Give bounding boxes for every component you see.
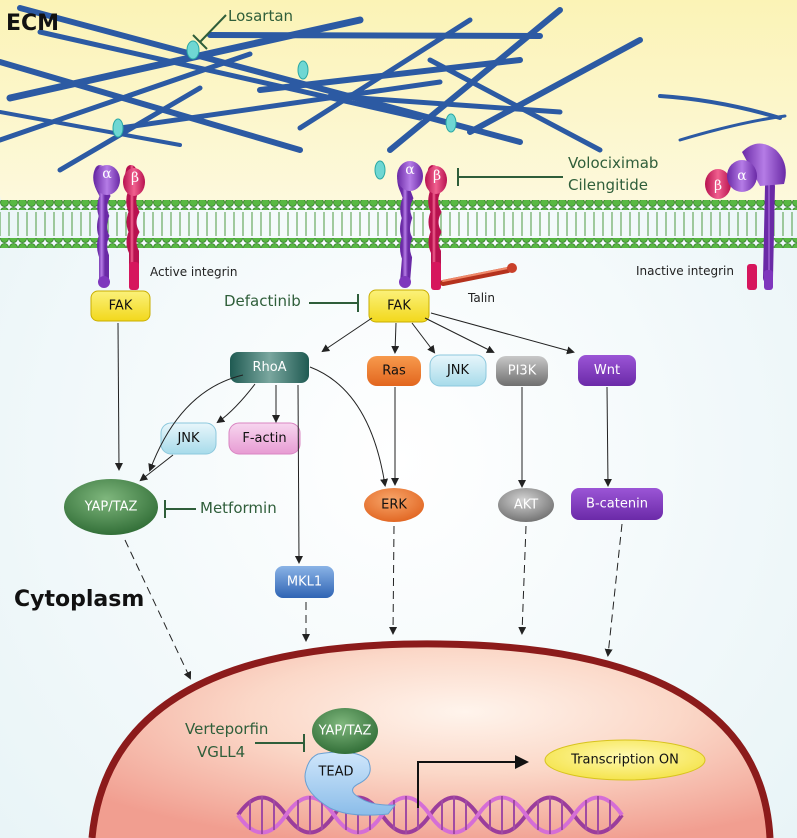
integrin-inhibition-bar	[457, 168, 563, 186]
fak-center-node: FAK	[368, 289, 430, 323]
losartan-inhibition-bar	[192, 14, 227, 50]
verteporfin-label: Verteporfin	[185, 720, 268, 738]
yaptaz-cytoplasm-node: YAP/TAZ	[64, 479, 158, 535]
akt-node: AKT	[498, 488, 554, 522]
alpha-subunit-label: α	[102, 166, 112, 182]
beta-subunit-label-center: β	[433, 168, 441, 184]
transcription-arrow	[417, 755, 529, 808]
nucleus	[88, 640, 774, 838]
talin	[440, 263, 517, 286]
svg-text:Wnt: Wnt	[594, 363, 620, 378]
metformin-label: Metformin	[200, 499, 277, 517]
cell-membrane	[0, 200, 797, 248]
active-integrin-label: Active integrin	[150, 265, 237, 279]
tead-node: TEAD	[304, 751, 397, 816]
factin-node: F-actin	[228, 422, 301, 455]
ecm-crosslinks	[112, 40, 457, 180]
nuclear-translocation-arrows	[124, 523, 623, 680]
svg-text:JNK: JNK	[176, 431, 200, 446]
transcription-on-node: Transcription ON	[544, 739, 706, 781]
wnt-node: Wnt	[578, 355, 636, 386]
yaptaz-nucleus-node: YAP/TAZ	[312, 708, 378, 754]
mkl1-node: MKL1	[275, 566, 334, 598]
jnk-top-node: JNK	[429, 354, 487, 387]
verteporfin-inhibition-bar	[255, 734, 305, 752]
ecm-label: ECM	[6, 11, 59, 36]
svg-text:PI3K: PI3K	[508, 364, 537, 379]
rhoa-node: RhoA	[230, 352, 309, 383]
defactinib-inhibition-bar	[309, 294, 359, 312]
pi3k-node: PI3K	[496, 356, 548, 386]
bcatenin-node: B-catenin	[571, 488, 663, 520]
svg-text:B-catenin: B-catenin	[586, 497, 648, 512]
jnk-left-node: JNK	[160, 422, 217, 455]
svg-text:YAP/TAZ: YAP/TAZ	[318, 724, 372, 739]
defactinib-label: Defactinib	[224, 292, 301, 310]
beta-subunit-label-inactive: β	[714, 178, 722, 194]
alpha-subunit-label-inactive: α	[737, 168, 747, 184]
svg-text:AKT: AKT	[514, 498, 538, 513]
alpha-subunit-label-center: α	[405, 162, 415, 178]
ras-node: Ras	[367, 356, 421, 386]
inactive-integrin: β α	[705, 143, 786, 290]
collagen-fibers	[0, 5, 787, 173]
cytoplasm-label: Cytoplasm	[14, 587, 144, 612]
beta-subunit-label: β	[131, 170, 139, 186]
svg-text:Ras: Ras	[382, 364, 406, 379]
active-integrin-center: α β	[397, 161, 447, 290]
svg-text:JNK: JNK	[446, 363, 470, 378]
signaling-arrows	[114, 312, 612, 564]
svg-text:MKL1: MKL1	[287, 575, 322, 590]
metformin-inhibition-bar	[164, 500, 196, 518]
fak-left-node: FAK	[90, 290, 151, 322]
vgll4-label: VGLL4	[197, 743, 245, 761]
svg-text:F-actin: F-actin	[242, 431, 286, 446]
svg-text:ERK: ERK	[381, 498, 407, 513]
inactive-integrin-label: Inactive integrin	[636, 264, 734, 278]
svg-text:Transcription ON: Transcription ON	[570, 753, 679, 768]
svg-text:FAK: FAK	[109, 299, 133, 314]
talin-label: Talin	[467, 291, 495, 305]
svg-text:TEAD: TEAD	[317, 765, 353, 780]
cilengitide-label: Cilengitide	[568, 176, 648, 194]
volociximab-label: Volociximab	[568, 154, 658, 172]
svg-text:FAK: FAK	[387, 299, 411, 314]
losartan-label: Losartan	[228, 7, 293, 25]
erk-node: ERK	[364, 488, 424, 522]
svg-text:YAP/TAZ: YAP/TAZ	[84, 500, 138, 515]
svg-text:RhoA: RhoA	[252, 360, 286, 375]
active-integrin-left: α β	[93, 165, 145, 290]
